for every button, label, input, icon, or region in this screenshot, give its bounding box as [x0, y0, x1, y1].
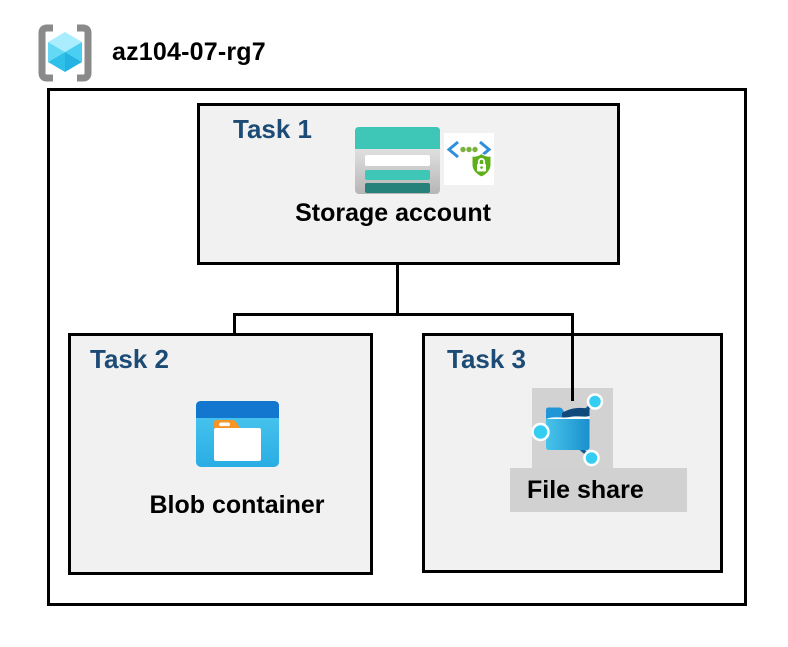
resource-group-name: az104-07-rg7 [112, 38, 266, 66]
task2-label: Task 2 [90, 344, 170, 374]
task1-label: Task 1 [233, 114, 313, 144]
storage-account-label: Storage account [295, 199, 491, 227]
file-share-label: File share [527, 476, 644, 504]
file-share-icon [532, 388, 613, 468]
file-share-label-box: File share [510, 468, 687, 512]
connector-storage-stem [396, 265, 399, 313]
resource-group-icon [36, 22, 94, 84]
code-shield-sas-icon [444, 133, 494, 185]
connector-to-fileshare [571, 313, 574, 401]
blob-container-label: Blob container [149, 491, 325, 519]
blob-container-icon [196, 401, 279, 467]
storage-account-icon [355, 127, 440, 194]
task3-label: Task 3 [447, 344, 527, 374]
connector-horizontal [233, 313, 574, 316]
